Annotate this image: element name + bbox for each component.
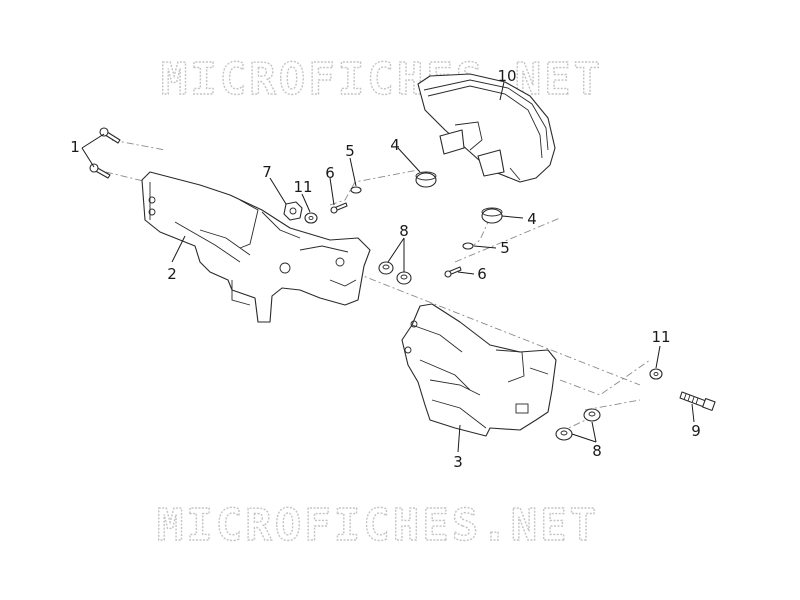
- callout-11-upper: 11: [293, 178, 312, 196]
- callout-5-lower: 5: [500, 239, 510, 257]
- callout-1: 1: [70, 138, 80, 156]
- instrument-cluster-part-10: [417, 73, 556, 183]
- nut-part-7: [283, 201, 303, 221]
- callout-2: 2: [167, 265, 177, 283]
- watermark-top: MICROFICHES.NET: [161, 54, 603, 105]
- spacer-part-8-d: [555, 427, 573, 441]
- screw-part-1-upper: [99, 127, 121, 144]
- watermark-bottom: MICROFICHES.NET: [157, 500, 599, 551]
- callout-11-lower: 11: [651, 328, 670, 346]
- callout-4-upper: 4: [390, 136, 400, 154]
- spacer-part-8-a: [378, 261, 394, 275]
- screw-part-6-upper: [330, 202, 348, 214]
- washer-part-11-upper: [304, 212, 318, 224]
- clip-part-5-upper: [350, 186, 362, 194]
- callout-6-upper: 6: [325, 164, 335, 182]
- callout-9: 9: [691, 422, 701, 440]
- washer-part-11-lower: [649, 368, 663, 380]
- callout-8-lower: 8: [592, 442, 602, 460]
- callout-7: 7: [262, 163, 272, 181]
- callout-10: 10: [497, 67, 516, 85]
- spacer-part-8-b: [396, 271, 412, 285]
- bolt-part-9: [679, 391, 716, 411]
- screw-part-1-lower: [89, 163, 111, 179]
- right-bracket-part-3: [401, 303, 557, 437]
- callout-5-upper: 5: [345, 142, 355, 160]
- callout-labels: 1 2 3 4 4 5 5 6 6 7 8 8 9 10 11 11: [70, 67, 701, 471]
- callout-3: 3: [453, 453, 463, 471]
- leader-lines: [81, 81, 695, 453]
- callout-6-lower: 6: [477, 265, 487, 283]
- callout-8-upper: 8: [399, 222, 409, 240]
- grommet-part-4-upper: [415, 171, 437, 188]
- spacer-part-8-c: [583, 408, 601, 422]
- clip-part-5-lower: [462, 242, 474, 250]
- grommet-part-4-lower: [481, 207, 503, 224]
- left-bracket-part-2: [141, 171, 371, 323]
- screw-part-6-lower: [444, 266, 462, 278]
- callout-4-lower: 4: [527, 210, 537, 228]
